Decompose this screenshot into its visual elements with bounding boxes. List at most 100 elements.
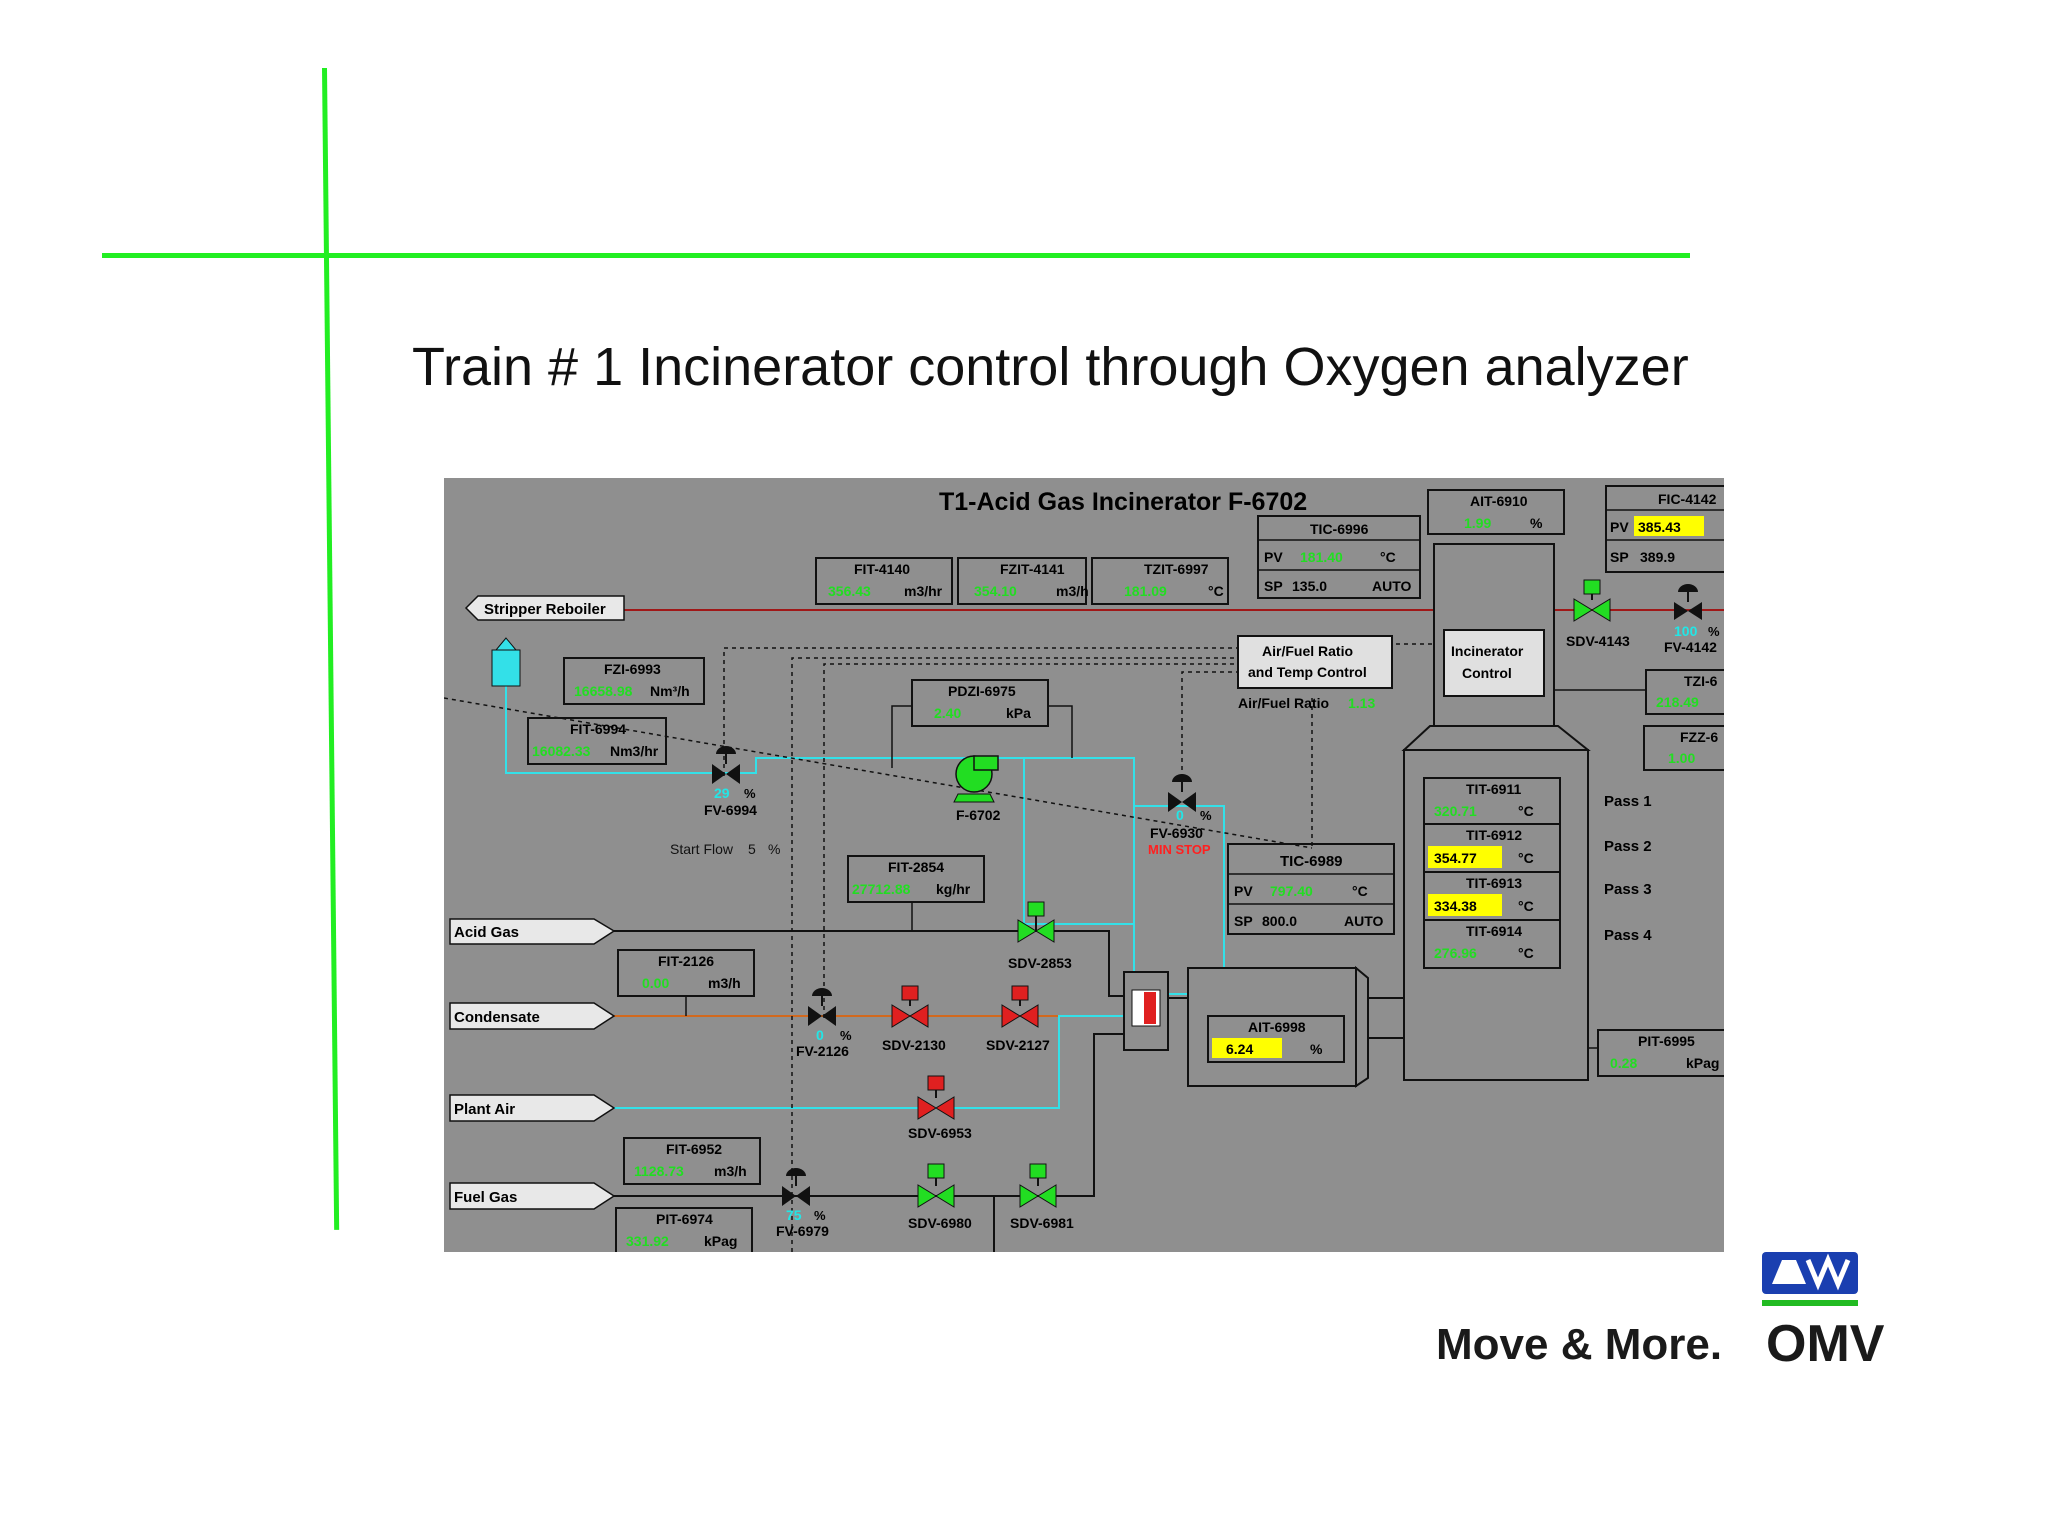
pdzi-6975-display[interactable]: PDZI-6975 2.40 kPa	[911, 679, 1049, 727]
svg-text:kPa: kPa	[1006, 705, 1031, 721]
tit-6912-display[interactable]: TIT-6912 354.77 °C	[1423, 823, 1561, 873]
svg-text:334.38: 334.38	[1434, 898, 1477, 914]
pit-6974-display[interactable]: PIT-6974 331.92 kPag	[615, 1207, 753, 1252]
svg-text:PV: PV	[1234, 883, 1253, 899]
svg-text:276.96: 276.96	[1434, 945, 1477, 961]
svg-text:%: %	[814, 1208, 826, 1223]
incinerator-control-button[interactable]: Incinerator Control	[1443, 629, 1545, 697]
fuel-tank-icon	[491, 637, 521, 687]
stream-stripper-reboiler[interactable]: Stripper Reboiler	[464, 595, 625, 621]
svg-text:TIC-6989: TIC-6989	[1280, 853, 1343, 870]
svg-text:6.24: 6.24	[1226, 1041, 1253, 1057]
frame-vertical-line	[322, 67, 340, 1230]
svg-text:kg/hr: kg/hr	[936, 881, 971, 897]
svg-text:PDZI-6975: PDZI-6975	[948, 683, 1016, 699]
svg-text:kPag: kPag	[704, 1233, 737, 1249]
svg-text:Fuel Gas: Fuel Gas	[454, 1189, 517, 1206]
svg-text:FV-4142: FV-4142	[1664, 639, 1717, 655]
fzz-display[interactable]: FZZ-6 1.00	[1643, 725, 1724, 771]
pass-2-label: Pass 2	[1604, 838, 1652, 855]
svg-text:Nm³/h: Nm³/h	[650, 683, 690, 699]
svg-text:MIN STOP: MIN STOP	[1148, 842, 1211, 857]
stream-condensate[interactable]: Condensate	[449, 1002, 616, 1030]
fit-2126-display[interactable]: FIT-2126 0.00 m3/h	[617, 949, 755, 997]
svg-text:797.40: 797.40	[1270, 883, 1313, 899]
svg-text:385.43: 385.43	[1638, 519, 1681, 535]
valve-fv6979[interactable]: 75 % FV-6979	[776, 1168, 829, 1239]
svg-text:FV-2126: FV-2126	[796, 1043, 849, 1059]
svg-text:%: %	[1200, 808, 1212, 823]
sdv-2127-valve[interactable]: SDV-2127	[986, 985, 1050, 1053]
ait-6998-display[interactable]: AIT-6998 6.24 %	[1207, 1015, 1345, 1063]
fzit-4141-display[interactable]: FZIT-4141 354.10 m3/h	[957, 557, 1089, 605]
valve-fv6930[interactable]: 0 % FV-6930 MIN STOP	[1148, 774, 1212, 857]
svg-text:SP: SP	[1234, 913, 1253, 929]
sdv-2130-valve[interactable]: SDV-2130	[882, 985, 946, 1053]
svg-text:%: %	[744, 786, 756, 801]
svg-text:AUTO: AUTO	[1372, 578, 1412, 594]
svg-text:TIT-6912: TIT-6912	[1466, 827, 1522, 843]
fit-4140-display[interactable]: FIT-4140 356.43 m3/hr	[815, 557, 953, 605]
stream-acid-gas[interactable]: Acid Gas	[449, 918, 616, 945]
svg-text:SDV-6953: SDV-6953	[908, 1125, 972, 1141]
tzit-6997-display[interactable]: TZIT-6997 181.09 °C	[1091, 557, 1229, 605]
tit-6911-display[interactable]: TIT-6911 320.71 °C	[1423, 777, 1561, 825]
svg-text:FZZ-6: FZZ-6	[1680, 729, 1718, 745]
fit-2854-display[interactable]: FIT-2854 27712.88 kg/hr	[847, 855, 985, 903]
fuel-line	[505, 686, 1134, 925]
brand-wordmark: OMV	[1766, 1315, 1885, 1373]
sdv-6981-valve[interactable]: SDV-6981	[1010, 1163, 1074, 1231]
pass-4-label: Pass 4	[1604, 927, 1652, 944]
svg-text:%: %	[1310, 1041, 1323, 1057]
svg-text:FIT-2854: FIT-2854	[888, 859, 944, 875]
svg-text:FV-6979: FV-6979	[776, 1223, 829, 1239]
tagline: Move & More.	[1436, 1320, 1723, 1369]
sdv-2853-valve[interactable]: SDV-2853	[1008, 901, 1072, 971]
tic-6989-controller[interactable]: TIC-6989 PV 797.40 °C SP 800.0 AUTO	[1227, 843, 1395, 935]
fit-6994-display[interactable]: FIT-6994 16082.33 Nm3/hr	[527, 717, 667, 765]
svg-text:PV: PV	[1264, 549, 1283, 565]
fic-4142-controller[interactable]: FIC-4142 PV 385.43 SP 389.9	[1605, 485, 1724, 573]
blower-f6702-icon[interactable]: F-6702	[953, 755, 1001, 823]
svg-text:°C: °C	[1380, 549, 1396, 565]
svg-text:m3/hr: m3/hr	[904, 583, 943, 599]
pass-3-label: Pass 3	[1604, 881, 1652, 898]
afr-temp-control-button[interactable]: Air/Fuel Ratio and Temp Control	[1237, 635, 1393, 689]
ait-6910-display[interactable]: AIT-6910 1.99 %	[1427, 489, 1565, 535]
svg-text:SDV-2853: SDV-2853	[1008, 955, 1072, 971]
stream-fuel-gas[interactable]: Fuel Gas	[449, 1182, 616, 1210]
svg-text:0: 0	[1176, 807, 1184, 823]
tit-6914-display[interactable]: TIT-6914 276.96 °C	[1423, 919, 1561, 969]
pit-6995-display[interactable]: PIT-6995 0.28 kPag	[1597, 1029, 1724, 1077]
sdv-6980-valve[interactable]: SDV-6980	[908, 1163, 972, 1231]
fuel-gas-line	[614, 1033, 1124, 1197]
svg-text:Control: Control	[1462, 665, 1512, 681]
omv-logo-icon	[1762, 1252, 1858, 1306]
svg-text:FIT-6994: FIT-6994	[570, 721, 626, 737]
fit-6952-display[interactable]: FIT-6952 1128.73 m3/h	[623, 1137, 761, 1185]
svg-text:SDV-2130: SDV-2130	[882, 1037, 946, 1053]
svg-text:m3/h: m3/h	[714, 1163, 747, 1179]
frame-horizontal-line	[102, 253, 1690, 258]
svg-text:Nm3/hr: Nm3/hr	[610, 743, 659, 759]
sdv-4143-valve[interactable]: SDV-4143	[1566, 579, 1630, 649]
pass-1-label: Pass 1	[1604, 793, 1652, 810]
tic-6996-controller[interactable]: TIC-6996 PV 181.40 °C SP 135.0 AUTO	[1257, 515, 1421, 599]
svg-text:Air/Fuel Ratio: Air/Fuel Ratio	[1262, 643, 1353, 659]
svg-text:°C: °C	[1518, 850, 1534, 866]
stream-plant-air[interactable]: Plant Air	[449, 1094, 616, 1122]
valve-fv2126[interactable]: 0 % FV-2126	[796, 988, 852, 1059]
tzi-display[interactable]: TZI-6 218.49	[1645, 669, 1724, 715]
svg-text:PIT-6995: PIT-6995	[1638, 1033, 1695, 1049]
svg-text:PV: PV	[1610, 519, 1629, 535]
fzi-6993-display[interactable]: FZI-6993 16658.98 Nm³/h	[563, 657, 705, 705]
svg-text:800.0: 800.0	[1262, 913, 1297, 929]
svg-text:TIT-6914: TIT-6914	[1466, 923, 1522, 939]
svg-text:°C: °C	[1352, 883, 1368, 899]
svg-text:%: %	[1708, 624, 1720, 639]
svg-text:16082.33: 16082.33	[532, 743, 591, 759]
valve-fv4142[interactable]: 100 % FV-4142	[1664, 584, 1720, 655]
svg-text:Incinerator: Incinerator	[1451, 643, 1524, 659]
sdv-6953-valve[interactable]: SDV-6953	[908, 1075, 972, 1141]
valve-fv6994[interactable]: 29 % FV-6994	[704, 746, 757, 818]
